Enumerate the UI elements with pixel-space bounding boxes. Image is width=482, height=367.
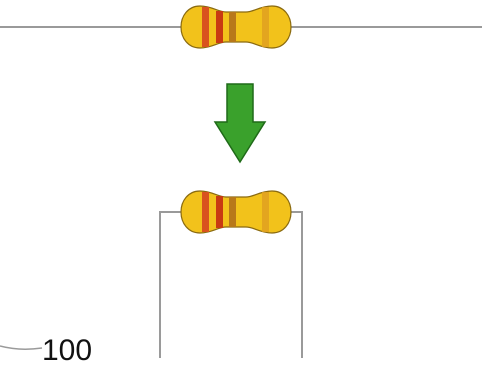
color-band-orange bbox=[202, 7, 209, 47]
arrow-down-icon bbox=[213, 83, 267, 164]
diagram-canvas: 100 bbox=[0, 5, 482, 366]
color-band-gold bbox=[262, 7, 269, 47]
scale-label: 100 bbox=[42, 334, 93, 367]
left-bent-lead bbox=[159, 211, 186, 358]
color-band-red bbox=[216, 196, 223, 228]
right-bent-lead bbox=[286, 211, 303, 358]
color-band-brown bbox=[229, 197, 236, 227]
color-band-brown bbox=[229, 12, 236, 42]
color-band-gold bbox=[262, 192, 269, 232]
color-band-red bbox=[216, 11, 223, 43]
resistor-diagram bbox=[0, 5, 482, 358]
resistor-straight-leads bbox=[0, 5, 482, 49]
color-band-orange bbox=[202, 192, 209, 232]
resistor-bent-leads bbox=[159, 190, 303, 358]
scale-leader-line bbox=[0, 345, 43, 351]
